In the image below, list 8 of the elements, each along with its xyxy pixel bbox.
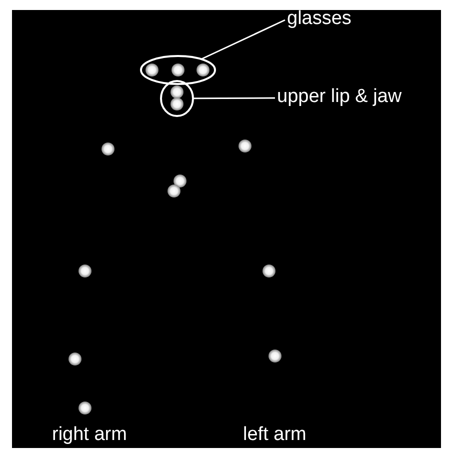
callout-label: glasses (287, 8, 352, 30)
ellipse-outline (160, 80, 194, 117)
body-part-label: right arm (52, 424, 127, 446)
body-part-label: left arm (243, 424, 306, 446)
leader-line (193, 97, 275, 100)
leader-line (200, 19, 286, 60)
ellipse-outline (140, 55, 216, 85)
callout-label: upper lip & jaw (277, 86, 402, 108)
